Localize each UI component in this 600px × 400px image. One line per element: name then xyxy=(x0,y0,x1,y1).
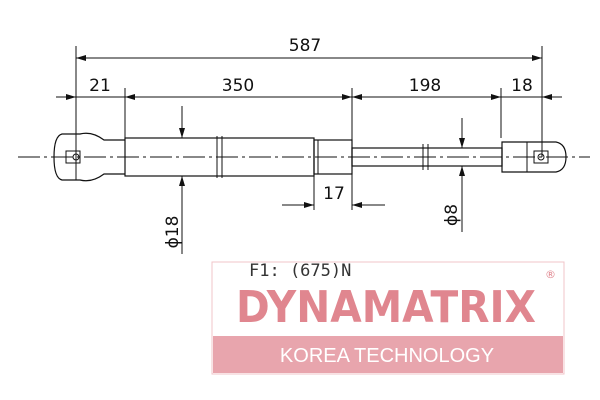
label-overall-length: 587 xyxy=(289,36,321,56)
cylinder-ring xyxy=(216,136,223,178)
right-end-fitting xyxy=(501,141,567,173)
logo-brand-text: DYNAMATRIX xyxy=(236,282,536,333)
logo-tagline-text: KOREA TECHNOLOGY xyxy=(280,345,494,367)
label-right-end-length: 18 xyxy=(511,76,533,96)
logo-tagline-band xyxy=(213,336,563,373)
dynamatrix-logo: DYNAMATRIX ® KOREA TECHNOLOGY xyxy=(211,261,565,375)
extension-lines xyxy=(75,46,543,210)
right-eye-hole xyxy=(537,153,545,161)
label-ring-offset: 17 xyxy=(323,184,345,204)
force-spec: F1: (675)N xyxy=(249,261,351,281)
label-rod-diameter: ϕ8 xyxy=(442,204,462,226)
rod-ring xyxy=(422,144,429,170)
logo-frame xyxy=(211,261,565,375)
left-end-fitting xyxy=(53,132,125,182)
label-cylinder-diameter: ϕ18 xyxy=(163,216,183,249)
right-eye-slot xyxy=(533,150,549,164)
label-rod-length: 198 xyxy=(409,76,441,96)
left-eye-slot xyxy=(65,150,81,164)
logo-registered-mark: ® xyxy=(545,268,556,281)
label-left-end-length: 21 xyxy=(89,76,111,96)
left-eye-hole xyxy=(72,153,80,161)
label-cylinder-length: 350 xyxy=(222,76,254,96)
